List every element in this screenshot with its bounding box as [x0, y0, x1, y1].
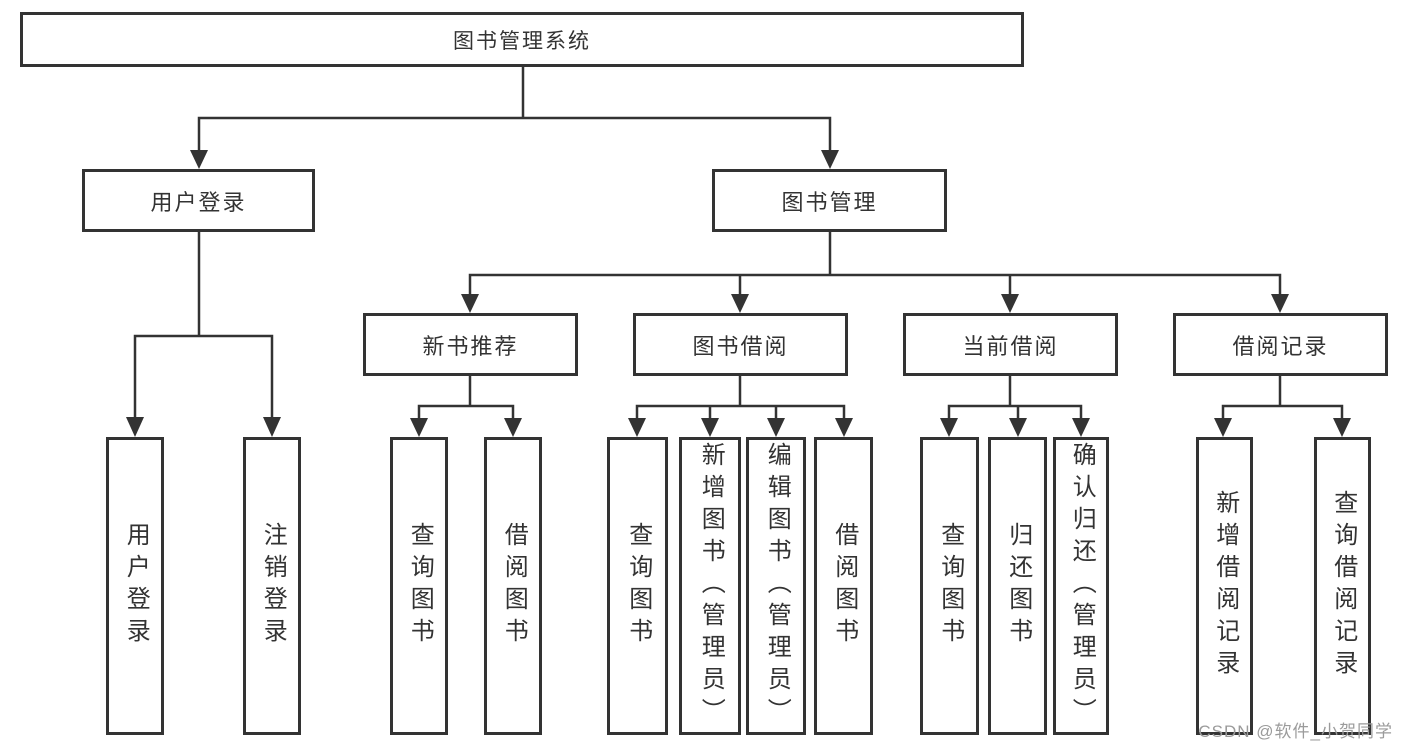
node-new-book-recommend: 新书推荐 — [363, 313, 578, 376]
node-current-borrow: 当前借阅 — [903, 313, 1118, 376]
connector-book-borrow-children — [635, 374, 846, 424]
connector-new-book-children — [417, 374, 515, 424]
leaf-add-borrow-record: 新增借阅记录 — [1196, 437, 1253, 735]
leaf-query-books-2-label: 查询图书 — [624, 522, 652, 650]
leaf-return-books: 归还图书 — [988, 437, 1047, 735]
node-book-management-label: 图书管理 — [781, 189, 878, 215]
connector-current-borrow-children — [947, 374, 1083, 424]
leaf-query-borrow-record-label: 查询借阅记录 — [1329, 490, 1357, 682]
leaf-add-books-admin-label: 新增图书（管理员） — [697, 442, 725, 730]
node-current-borrow-label: 当前借阅 — [962, 333, 1059, 359]
leaf-borrow-books-2-label: 借阅图书 — [830, 522, 858, 650]
leaf-user-login: 用户登录 — [106, 437, 164, 735]
node-root: 图书管理系统 — [20, 12, 1024, 67]
leaf-borrow-books-1: 借阅图书 — [484, 437, 542, 735]
leaf-add-books-admin: 新增图书（管理员） — [679, 437, 741, 735]
leaf-query-borrow-record: 查询借阅记录 — [1314, 437, 1371, 735]
leaf-add-borrow-record-label: 新增借阅记录 — [1211, 490, 1239, 682]
node-root-label: 图书管理系统 — [453, 29, 591, 53]
leaf-user-login-label: 用户登录 — [122, 522, 150, 650]
node-borrow-records-label: 借阅记录 — [1232, 333, 1329, 359]
leaf-query-books-3-label: 查询图书 — [936, 522, 964, 650]
node-new-book-recommend-label: 新书推荐 — [422, 333, 519, 359]
node-book-borrow-label: 图书借阅 — [692, 333, 789, 359]
connector-book-management-level3 — [468, 230, 1282, 299]
leaf-return-books-label: 归还图书 — [1004, 522, 1032, 650]
leaf-query-books-2: 查询图书 — [607, 437, 668, 735]
node-user-login: 用户登录 — [82, 169, 315, 232]
leaf-query-books-1: 查询图书 — [390, 437, 448, 735]
node-user-login-label: 用户登录 — [150, 189, 247, 215]
leaf-borrow-books-2: 借阅图书 — [814, 437, 873, 735]
connector-borrow-records-children — [1221, 374, 1344, 424]
leaf-edit-books-admin: 编辑图书（管理员） — [746, 437, 806, 735]
node-borrow-records: 借阅记录 — [1173, 313, 1388, 376]
leaf-query-books-3: 查询图书 — [920, 437, 979, 735]
csdn-watermark: CSDN @软件_小贺同学 — [1198, 722, 1393, 741]
leaf-borrow-books-1-label: 借阅图书 — [500, 522, 528, 650]
leaf-edit-books-admin-label: 编辑图书（管理员） — [763, 442, 791, 730]
leaf-query-books-1-label: 查询图书 — [406, 522, 434, 650]
connector-user-login-children — [133, 230, 274, 424]
arrowheads — [126, 150, 1351, 437]
node-book-borrow: 图书借阅 — [633, 313, 848, 376]
leaf-confirm-return-admin: 确认归还（管理员） — [1053, 437, 1109, 735]
leaf-logout-label: 注销登录 — [259, 522, 287, 650]
leaf-confirm-return-admin-label: 确认归还（管理员） — [1068, 442, 1096, 730]
leaf-logout: 注销登录 — [243, 437, 301, 735]
node-book-management: 图书管理 — [712, 169, 947, 232]
connector-root-to-level2 — [197, 65, 832, 154]
